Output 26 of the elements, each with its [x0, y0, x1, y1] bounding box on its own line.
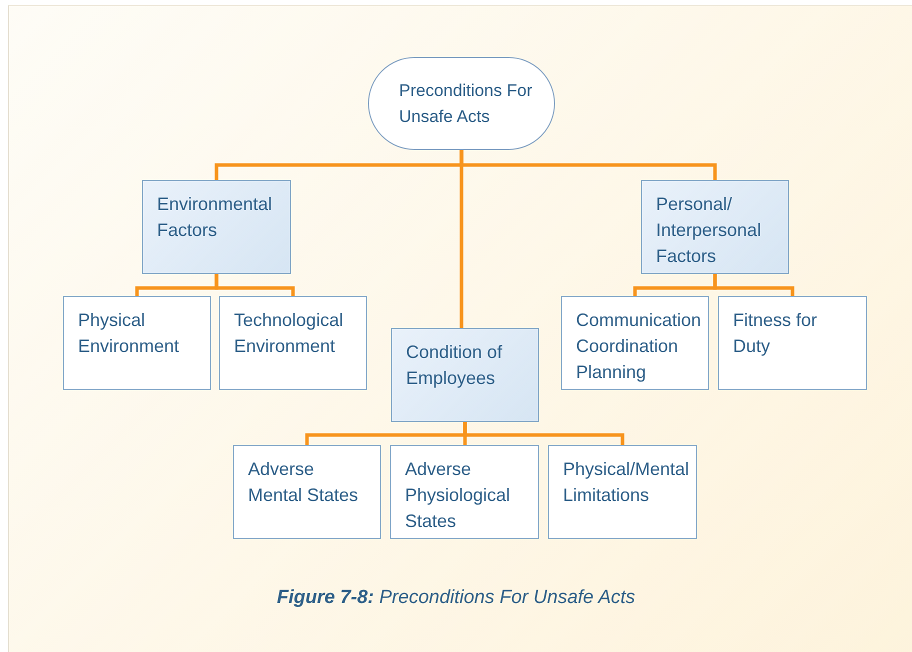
category-box — [641, 180, 789, 274]
node-label: Adverse Mental States — [248, 458, 360, 507]
node-label: Adverse Physiological States — [405, 458, 512, 533]
factor-box — [548, 445, 697, 539]
node-label: Environmental Factors — [157, 193, 274, 242]
connector-line — [463, 422, 624, 445]
factor-box — [718, 296, 867, 390]
connector-line — [214, 274, 295, 296]
node-label: Condition of Employees — [406, 341, 504, 390]
connector-line — [713, 274, 794, 296]
factor-box — [63, 296, 211, 390]
category-box — [391, 328, 539, 422]
connector-line — [460, 150, 464, 328]
factor-box — [219, 296, 367, 390]
node-label: Technological Environment — [234, 309, 344, 358]
category-box — [142, 180, 291, 274]
node-label: Fitness for Duty — [733, 309, 818, 358]
factor-box — [233, 445, 381, 539]
node-label: Preconditions For Unsafe Acts — [399, 80, 534, 128]
factor-box — [390, 445, 539, 539]
node-label: Physical Environment — [78, 309, 180, 358]
node-label: Physical/Mental Limitations — [563, 458, 688, 507]
figure-caption: Figure 7-8: Preconditions For Unsafe Acts — [276, 587, 636, 609]
factor-box — [561, 296, 709, 390]
node-label: Communication Coordination Planning — [576, 309, 700, 384]
node-label: Personal/ Interpersonal Factors — [656, 193, 762, 268]
